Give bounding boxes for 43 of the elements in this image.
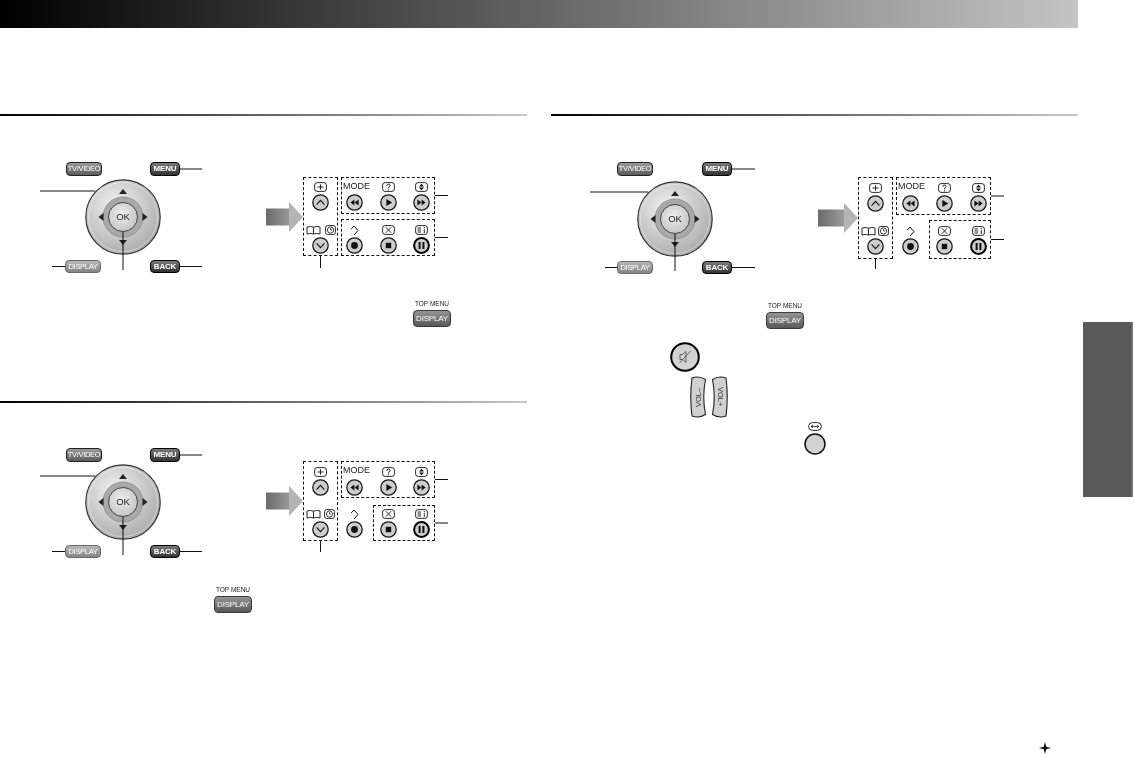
leader-line [674,233,676,272]
arrow [266,486,303,516]
leader-line [51,266,66,267]
direction-pad [85,464,161,540]
back-button: BACK [150,545,180,558]
leader-line [589,191,649,193]
display-button: DISPLAY [413,310,451,327]
direction-pad [637,181,713,257]
leader-line [731,267,756,268]
leader-line [122,231,124,271]
back-button: BACK [150,260,180,273]
back-button: BACK [702,261,732,274]
leader-line [604,267,618,268]
leader-line [51,551,66,552]
leader-line [179,551,203,552]
arrow [818,203,858,233]
leader-line [875,258,876,270]
leader-line [434,522,449,524]
leader-line [434,195,449,196]
menu-button: MENU [150,448,180,462]
display-button: DISPLAY [214,596,252,613]
menu-button: MENU [702,162,732,176]
mode-label: MODE [898,181,925,191]
leader-line [990,195,1005,197]
leader-line [320,540,321,553]
leader-line [39,190,96,192]
arrow [266,202,303,232]
leader-line [434,479,449,480]
direction-pad [85,179,161,255]
leader-line [179,266,203,267]
leader-line [179,454,203,456]
side-tab [1083,322,1133,497]
leader-line [179,168,203,170]
leader-line [990,239,1005,240]
mode-label: MODE [343,181,370,191]
leader-line [320,255,321,269]
menu-button: MENU [150,162,180,176]
leader-line [731,168,756,170]
mode-label: MODE [343,465,370,475]
leader-line [122,516,124,556]
leader-line [434,237,449,238]
leader-line [39,475,96,477]
display-button: DISPLAY [766,312,804,329]
